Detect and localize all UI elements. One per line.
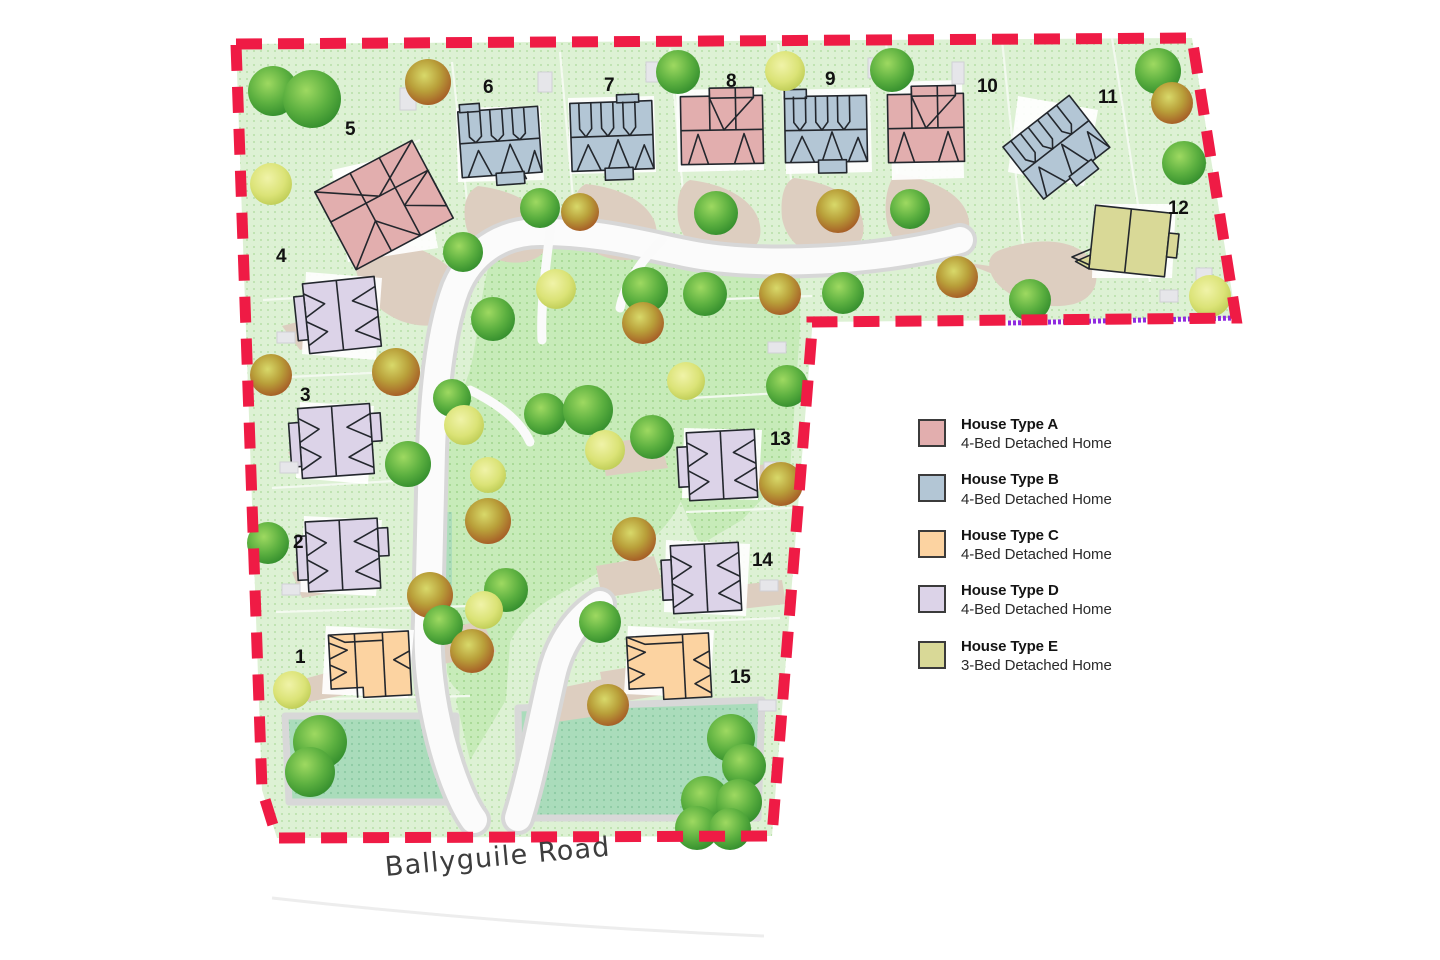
house-plot-4 [292, 275, 383, 355]
legend-title-type-c: House Type C [961, 526, 1059, 544]
plot-label-8[interactable]: 8 [726, 71, 737, 92]
house-footprints [287, 84, 1180, 701]
house-type-legend: House Type A 4-Bed Detached Home House T… [918, 415, 1178, 692]
trees [247, 48, 1231, 850]
plot-label-3[interactable]: 3 [300, 385, 311, 406]
legend-title-type-a: House Type A [961, 416, 1059, 433]
plot-label-5[interactable]: 5 [345, 119, 356, 140]
legend-swatch-type-b [918, 474, 946, 503]
house-plot-9 [783, 88, 869, 174]
legend-item-type-e[interactable]: House Type E 3-Bed Detached Home [918, 637, 1178, 675]
house-plot-7 [568, 93, 655, 182]
house-plot-3 [287, 402, 383, 480]
legend-swatch-type-c [918, 529, 946, 558]
plot-label-6[interactable]: 6 [483, 77, 494, 98]
legend-subtitle-type-b: 4-Bed Detached Home [961, 490, 1112, 508]
site-boundary [230, 32, 1243, 844]
legend-title-type-d: House Type D [961, 582, 1059, 600]
house-plot-1 [327, 630, 413, 699]
legend-swatch-type-d [918, 585, 946, 614]
plot-label-15[interactable]: 15 [730, 667, 751, 688]
plot-label-14[interactable]: 14 [752, 550, 773, 571]
legend-item-type-a[interactable]: House Type A 4-Bed Detached Home [918, 415, 1178, 453]
plot-label-2[interactable]: 2 [293, 532, 304, 553]
legend-subtitle-type-d: 4-Bed Detached Home [961, 601, 1112, 619]
legend-text-type-d: House Type D 4-Bed Detached Home [961, 581, 1112, 619]
plot-label-1[interactable]: 1 [295, 647, 306, 668]
legend-text-type-a: House Type A 4-Bed Detached Home [961, 415, 1112, 453]
plot-label-4[interactable]: 4 [276, 246, 287, 267]
legend-item-type-c[interactable]: House Type C 4-Bed Detached Home [918, 526, 1178, 564]
legend-swatch-type-a [918, 419, 946, 447]
legend-swatch-type-e [918, 640, 946, 669]
legend-title-type-e: House Type E [961, 637, 1058, 655]
plot-label-12[interactable]: 12 [1168, 198, 1189, 219]
legend-subtitle-type-e: 3-Bed Detached Home [961, 656, 1112, 674]
house-plot-2 [295, 517, 390, 593]
legend-text-type-b: House Type B 4-Bed Detached Home [961, 470, 1112, 508]
house-plot-14 [660, 541, 743, 615]
plot-label-7[interactable]: 7 [604, 75, 615, 96]
ballyguile-road-kerb [271, 896, 765, 938]
house-plot-11 [1002, 94, 1111, 200]
legend-text-type-c: House Type C 4-Bed Detached Home [961, 526, 1112, 564]
house-plot-6 [456, 102, 543, 187]
legend-title-type-b: House Type B [961, 471, 1059, 489]
legend-item-type-b[interactable]: House Type B 4-Bed Detached Home [918, 470, 1178, 508]
legend-text-type-e: House Type E 3-Bed Detached Home [961, 637, 1112, 675]
house-plot-13 [676, 428, 759, 502]
plot-label-11[interactable]: 11 [1098, 87, 1118, 108]
plot-label-9[interactable]: 9 [825, 69, 836, 90]
legend-subtitle-type-a: 4-Bed Detached Home [961, 435, 1112, 453]
legend-subtitle-type-c: 4-Bed Detached Home [961, 545, 1112, 563]
house-plot-12 [1071, 204, 1180, 278]
plot-label-10[interactable]: 10 [977, 76, 998, 97]
plot-label-13[interactable]: 13 [770, 429, 791, 450]
house-plot-5 [313, 139, 455, 271]
house-plot-15 [625, 632, 713, 701]
house-plot-8 [679, 86, 765, 166]
house-plot-10 [886, 84, 966, 164]
legend-item-type-d[interactable]: House Type D 4-Bed Detached Home [918, 581, 1178, 619]
